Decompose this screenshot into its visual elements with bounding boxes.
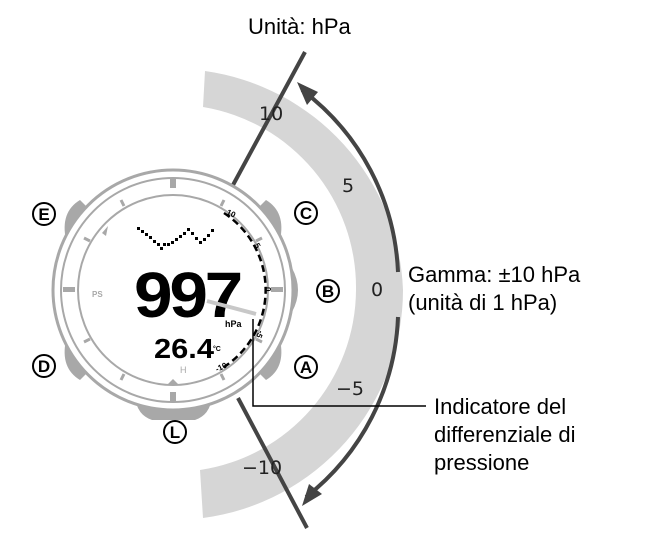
svg-text:B: B: [322, 282, 334, 301]
svg-text:C: C: [300, 204, 312, 223]
indicator-label-line1: Indicatore del: [434, 394, 567, 419]
mode-label: PS: [92, 290, 103, 299]
upper-limit-line: [231, 51, 307, 186]
unit-title: Unità: hPa: [248, 14, 351, 39]
svg-text:A: A: [300, 358, 312, 377]
temperature-unit: °C: [213, 345, 221, 353]
button-marker-d: D: [32, 354, 56, 378]
scale-value-10: 10: [259, 103, 283, 125]
temperature-value: 26.4: [154, 333, 214, 364]
button-marker-e: E: [32, 202, 56, 226]
button-marker-b: B: [316, 279, 340, 303]
scale-value-5: 5: [342, 175, 354, 197]
svg-text:L: L: [170, 423, 180, 442]
range-label-line1: Gamma: ±10 hPa: [408, 262, 581, 287]
scale-value-0: 0: [371, 279, 383, 301]
range-arrow-up: [300, 88, 400, 273]
indicator-callout-line: [252, 319, 426, 407]
svg-text:D: D: [38, 357, 50, 376]
differential-pressure-hand: [206, 299, 257, 316]
range-arrow-down: [304, 316, 400, 499]
button-marker-a: A: [294, 355, 318, 379]
button-marker-c: C: [294, 201, 318, 225]
indicator-label-line2: differenziale di: [434, 422, 576, 447]
scale-value-minus5: −5: [336, 378, 364, 400]
bezel-scale-10: 10: [225, 208, 237, 220]
indicator-label-line3: pressione: [434, 450, 530, 475]
bezel-ticks: [63, 179, 283, 401]
svg-text:E: E: [38, 205, 49, 224]
lower-limit-line: [236, 397, 309, 529]
scale-value-minus10: −10: [242, 457, 282, 479]
range-label-line2: (unità di 1 hPa): [408, 290, 558, 315]
bezel-triangle-top-left: [102, 226, 108, 236]
hand-label: H: [180, 365, 187, 375]
pressure-trend-graph: [137, 227, 214, 250]
bezel-scale-0: 0: [263, 287, 272, 292]
pressure-value: 997: [134, 259, 240, 331]
arrow-head-down-icon: [302, 484, 322, 506]
bezel-triangle-bottom: [167, 379, 179, 385]
differential-scale-arc: [223, 211, 267, 369]
arrow-head-up-icon: [297, 82, 318, 105]
button-marker-l: L: [163, 420, 187, 444]
bezel-scale-5: 5: [252, 242, 262, 251]
bezel-scale-minus5: -5: [254, 329, 265, 340]
pressure-unit: hPa: [225, 319, 243, 329]
watch: 10 5 0 -5 -10 997 hPa PS: [51, 168, 298, 420]
